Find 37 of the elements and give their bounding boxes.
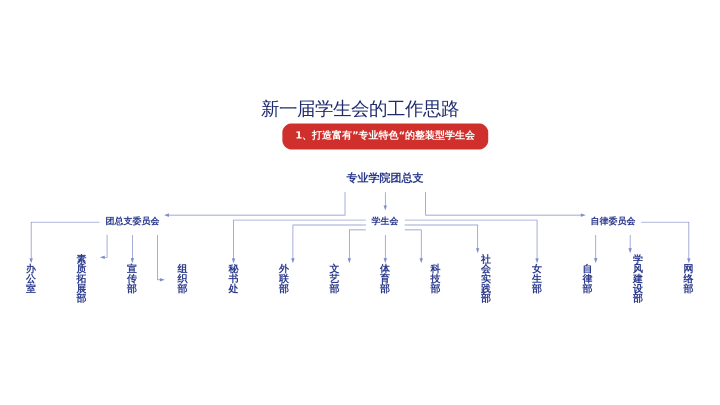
node-text: 办公室 [26,264,36,295]
node-text: 网络部 [684,264,694,295]
arrow [628,234,632,254]
node-text: 素质拓展部 [76,254,86,305]
node-text: 女生部 [532,264,542,295]
arrow [404,220,539,264]
node-text: 宣传部 [127,264,138,295]
node-box: 1、打造富有”专业特色“的整装型学生会 [282,123,488,150]
node-text: 秘书处 [228,264,238,295]
arrow [384,192,388,210]
node-text: 社会实践部 [481,254,492,305]
node-text: 体育部 [380,264,390,295]
arrow [384,234,388,264]
arrow [130,234,134,264]
node-text: 学风建设部 [632,254,643,305]
node-text: 自律部 [582,264,592,295]
node-text: 外联部 [278,264,289,295]
arrow [164,192,346,217]
node-text: 团总支委员会 [105,216,160,227]
node-text: 学生会 [372,216,399,227]
arrow [594,234,598,264]
node-text: 自律委员会 [590,216,636,227]
diagram-title: 新一届学生会的工作思路 [261,99,459,120]
node-text: 科技部 [430,264,441,295]
arrow [291,224,366,264]
node-text: 组织部 [178,264,188,295]
arrow [29,222,100,264]
arrow [404,224,480,254]
arrow [100,234,108,260]
node-text: 文艺部 [329,264,340,295]
arrow [640,222,691,264]
arrow [348,230,366,264]
node-text: 专业学院团总支 [346,171,424,184]
arrow [232,220,366,264]
arrow [404,230,423,264]
arrow [157,234,165,282]
arrow [425,192,586,217]
